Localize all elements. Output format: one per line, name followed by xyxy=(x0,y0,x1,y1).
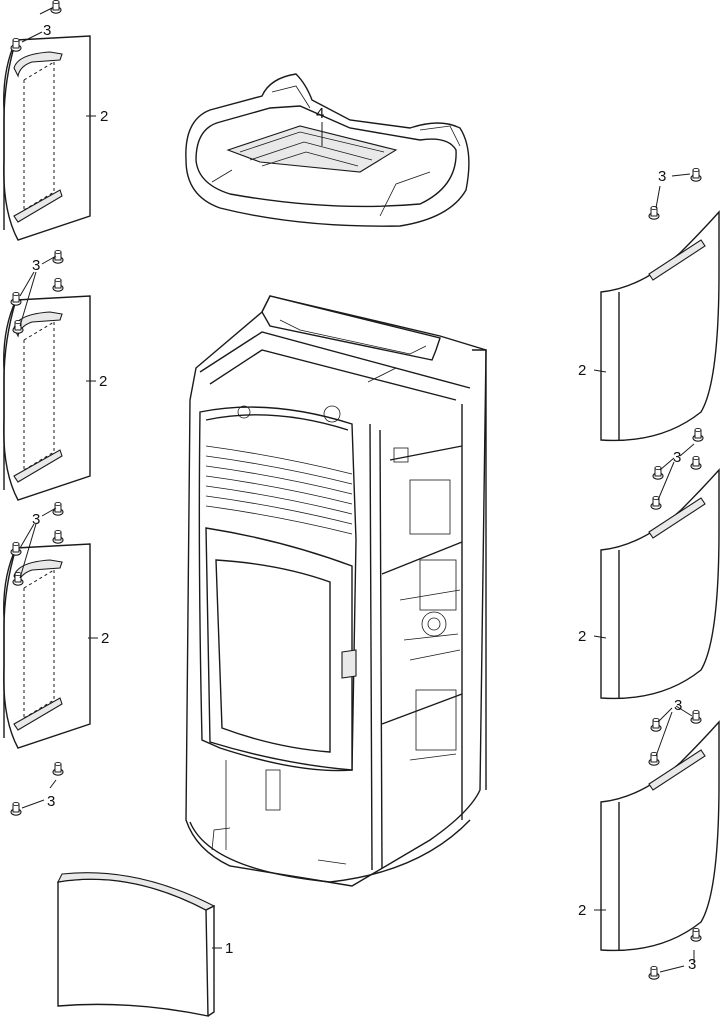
callout-4: 4 xyxy=(316,105,324,122)
callout-2-right-upper: 2 xyxy=(578,362,586,379)
callout-3-right-upper: 3 xyxy=(673,449,681,466)
left-panel-upper xyxy=(3,35,91,241)
leader-lines xyxy=(19,7,695,973)
callout-2-right-middle: 2 xyxy=(578,628,586,645)
callout-labels: 4 3 2 3 2 3 2 3 1 3 2 3 2 3 2 3 xyxy=(32,22,696,973)
top-cover-part xyxy=(185,73,470,227)
callout-2-right-lower: 2 xyxy=(578,902,586,919)
callout-2-left-upper: 2 xyxy=(100,108,108,125)
callout-1: 1 xyxy=(225,940,233,957)
callout-3-right-top: 3 xyxy=(658,168,666,185)
callout-3-right-bottom: 3 xyxy=(688,956,696,973)
callout-2-left-middle: 2 xyxy=(99,373,107,390)
callout-3-left-middle: 3 xyxy=(32,511,40,528)
callout-3-left-bottom: 3 xyxy=(47,793,55,810)
callout-3-right-middle: 3 xyxy=(674,697,682,714)
right-panel-upper xyxy=(600,211,720,442)
callout-3-left-upper: 3 xyxy=(32,257,40,274)
callout-2-left-lower: 2 xyxy=(101,630,109,647)
stove-body xyxy=(185,295,487,887)
callout-3-top-left: 3 xyxy=(43,22,51,39)
front-panel-part xyxy=(57,872,216,1017)
right-panel-lower xyxy=(600,721,720,952)
